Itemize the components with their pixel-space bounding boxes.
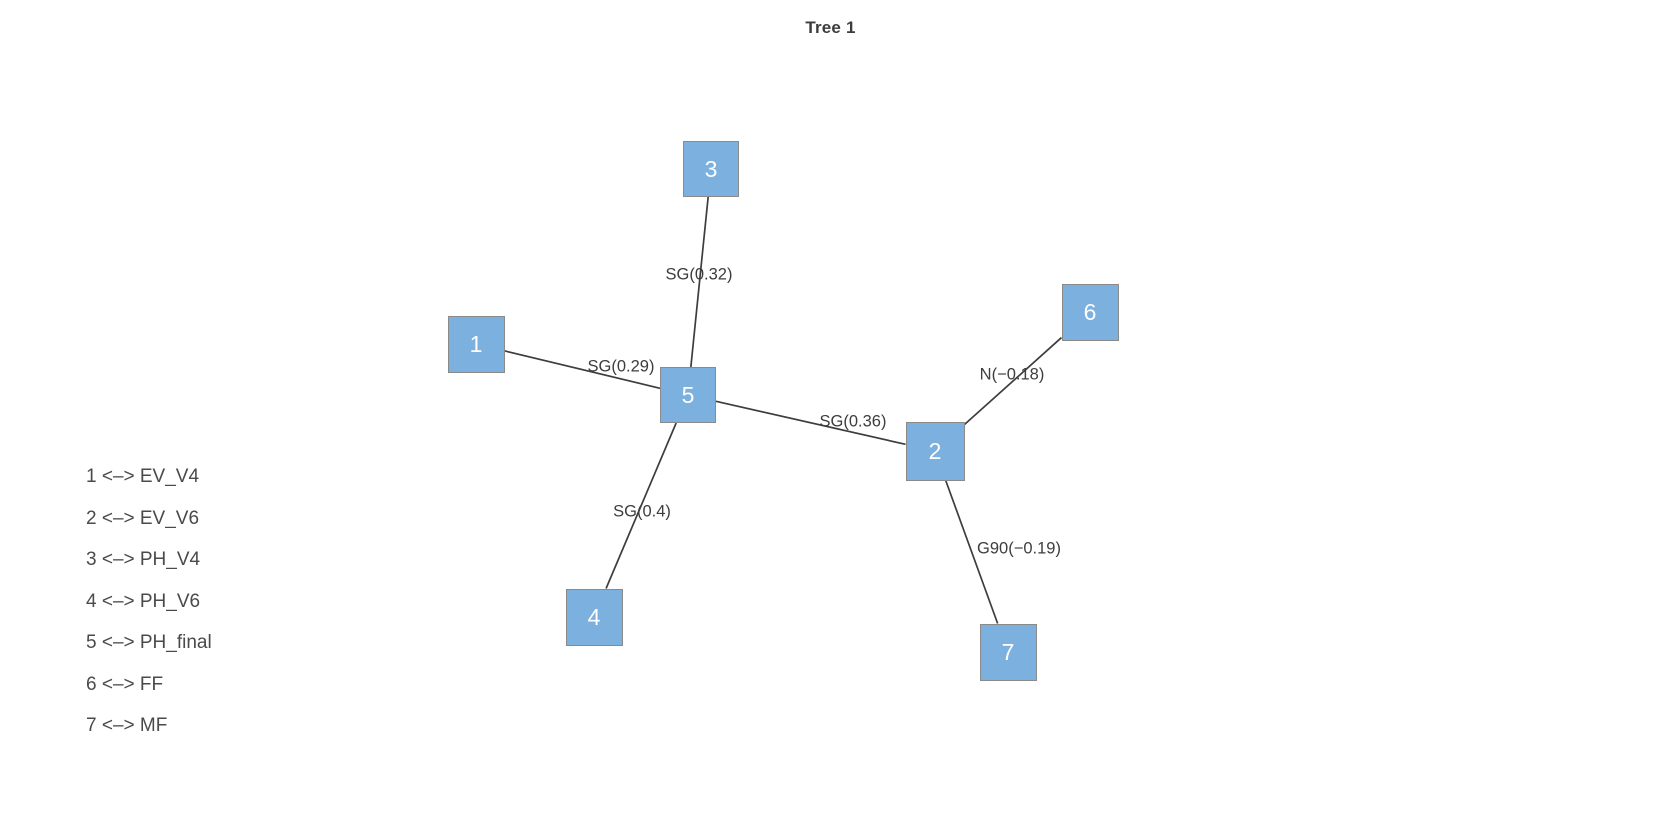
node-label: 6: [1083, 298, 1097, 325]
edge-label-2-7: G90(−0.19): [977, 539, 1061, 558]
node-5[interactable]: 5: [660, 367, 716, 423]
edge-label-1-5: SG(0.29): [587, 357, 655, 376]
edge-label-2-6: N(−0.18): [979, 365, 1045, 384]
node-label: 5: [681, 381, 695, 408]
node-label: 7: [1001, 638, 1015, 665]
edge-line-5-2: [715, 400, 906, 446]
legend-item-5: 5 <–> PH_final: [86, 632, 212, 653]
edge-line-2-7: [944, 480, 999, 624]
legend-item-2: 2 <–> EV_V6: [86, 507, 200, 529]
node-label: 3: [704, 155, 718, 182]
edge-label-5-4: SG(0.4): [613, 502, 671, 521]
node-label: 2: [928, 437, 942, 464]
legend-item-3: 3 <–> PH_V4: [86, 549, 201, 570]
edge-line-group: [504, 196, 1063, 624]
node-label: 4: [587, 603, 601, 630]
legend-item-7: 7 <–> MF: [86, 715, 168, 736]
node-3[interactable]: 3: [683, 141, 739, 197]
legend-item-4: 4 <–> PH_V6: [86, 590, 201, 612]
legend-item-6: 6 <–> FF: [86, 673, 164, 695]
node-1[interactable]: 1: [447, 315, 505, 373]
legend-item-1: 1 <–> EV_V4: [86, 466, 200, 487]
edge-line-2-6: [963, 336, 1063, 426]
edge-line-3-5: [690, 196, 709, 368]
page-title: Tree 1: [805, 18, 856, 37]
edge-label-3-5: SG(0.32): [665, 265, 733, 284]
node-7[interactable]: 7: [979, 623, 1037, 681]
node-4[interactable]: 4: [565, 588, 623, 646]
edge-line-1-5: [504, 350, 661, 390]
legend: 1 <–> EV_V4 2 <–> EV_V6 3 <–> PH_V4 4 <–> P…: [86, 456, 212, 747]
node-2[interactable]: 2: [905, 421, 965, 481]
edge-label-5-2: SG(0.36): [819, 412, 887, 431]
edge-line-5-4: [605, 422, 677, 589]
node-label: 1: [469, 330, 483, 357]
node-6[interactable]: 6: [1061, 283, 1119, 341]
